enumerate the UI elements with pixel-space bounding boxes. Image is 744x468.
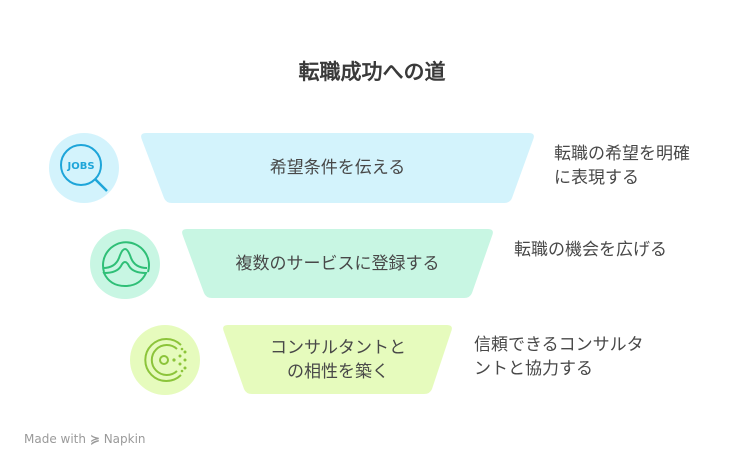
svg-text:JOBS: JOBS — [66, 161, 94, 172]
footer-text: Made with — [24, 432, 86, 446]
stage-2-trapezoid — [182, 229, 493, 298]
made-with-napkin: Made with ≽ Napkin — [24, 432, 146, 446]
stage-2-description: 転職の機会を広げる — [514, 240, 667, 260]
stage-3-trapezoid — [223, 325, 452, 394]
stage-2-label: 複数のサービスに登録する — [235, 253, 440, 274]
jobs-search-icon: JOBS — [49, 133, 119, 203]
napkin-logo-icon: ≽ — [89, 432, 100, 446]
stage-3-description: 信頼できるコンサルタントと協力する — [474, 335, 644, 379]
stage-1-trapezoid — [141, 133, 534, 203]
consul-c-icon — [130, 325, 200, 395]
diagram-title: 転職成功への道 — [298, 60, 446, 84]
footer-brand: Napkin — [103, 432, 146, 446]
stage-1-label: 希望条件を伝える — [269, 158, 406, 178]
stage-3-label: コンサルタントとの相性を築く — [270, 337, 406, 382]
signal-peak-icon — [90, 229, 160, 299]
stage-1-description: 転職の希望を明確に表現する — [554, 144, 690, 188]
